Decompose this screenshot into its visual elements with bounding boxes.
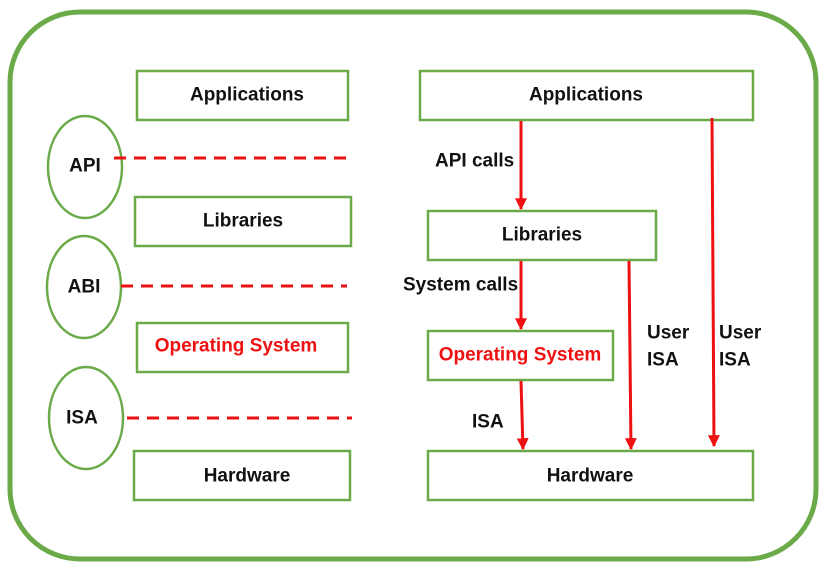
api-calls-label: API calls [435, 151, 514, 172]
user-isa-libraries-line1: User [647, 323, 690, 344]
right-applications-label: Applications [529, 85, 643, 106]
right-hardware-box [426, 449, 755, 502]
abi-label: ABI [68, 277, 101, 298]
user-isa-applications-line1: User [719, 323, 762, 344]
right-libraries-box [426, 209, 658, 262]
isa-label: ISA [66, 408, 98, 429]
left-hardware-box [132, 449, 352, 502]
left-libraries-label: Libraries [203, 211, 283, 232]
applications-user-isa-arrow [707, 117, 720, 448]
left-os-box [135, 321, 350, 374]
system-calls-label: System calls [403, 275, 518, 296]
api-label: API [69, 156, 101, 177]
left-os-label: Operating System [155, 336, 318, 357]
libraries-user-isa-arrow [624, 260, 637, 451]
arrow-labels: API calls System calls ISA User ISA User… [403, 151, 762, 433]
right-applications-box [418, 69, 755, 122]
api-ellipse [46, 114, 124, 220]
user-isa-applications-line2: ISA [719, 350, 751, 371]
right-hardware-label: Hardware [547, 466, 634, 487]
right-os-label: Operating System [439, 345, 602, 366]
isa-arrow [516, 380, 529, 451]
call-arrows [515, 117, 720, 451]
right-os-box [426, 329, 615, 382]
outer-frame [7, 9, 819, 562]
user-isa-libraries-line2: ISA [647, 350, 679, 371]
right-stack: Applications Libraries Operating System … [418, 69, 755, 502]
isa-call-label: ISA [472, 412, 504, 433]
interfaces: API ABI ISA [45, 114, 352, 471]
isa-ellipse [47, 365, 125, 471]
right-libraries-label: Libraries [502, 225, 582, 246]
left-applications-label: Applications [190, 85, 304, 106]
left-applications-box [135, 69, 350, 122]
left-stack: Applications Libraries Operating System … [132, 69, 353, 502]
left-hardware-label: Hardware [204, 466, 291, 487]
left-libraries-box [133, 195, 353, 248]
